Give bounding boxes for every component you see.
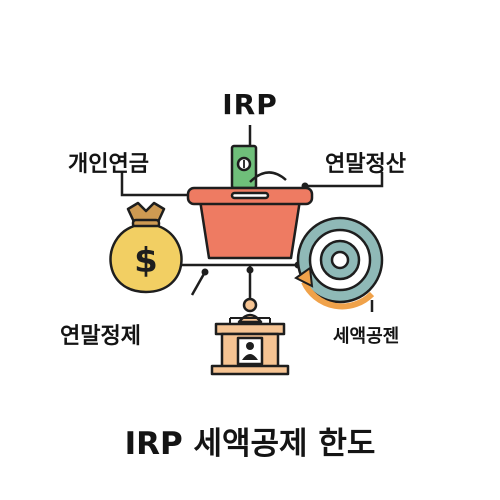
label-bottom-right: 세액공젠 (333, 326, 400, 347)
label-top-left: 개인연금 (68, 152, 149, 177)
svg-text:$: $ (134, 241, 158, 281)
label-bottom-left: 연말정제 (60, 324, 141, 349)
connector-dot (246, 266, 254, 274)
money-bag-dollar-icon: $ (109, 201, 183, 294)
page-title: IRP 세액공제 한도 (124, 426, 376, 462)
connector-dot (201, 268, 209, 276)
label-top-right: 연말정산 (325, 152, 406, 177)
label-irp: IRP (222, 88, 278, 121)
person-podium-icon (210, 297, 290, 376)
cash-into-box-icon (186, 144, 314, 260)
cycle-target-icon (294, 216, 384, 310)
connector-top-right (305, 172, 384, 188)
connector-bag-tail (190, 271, 207, 296)
connector-top-left (120, 172, 192, 197)
